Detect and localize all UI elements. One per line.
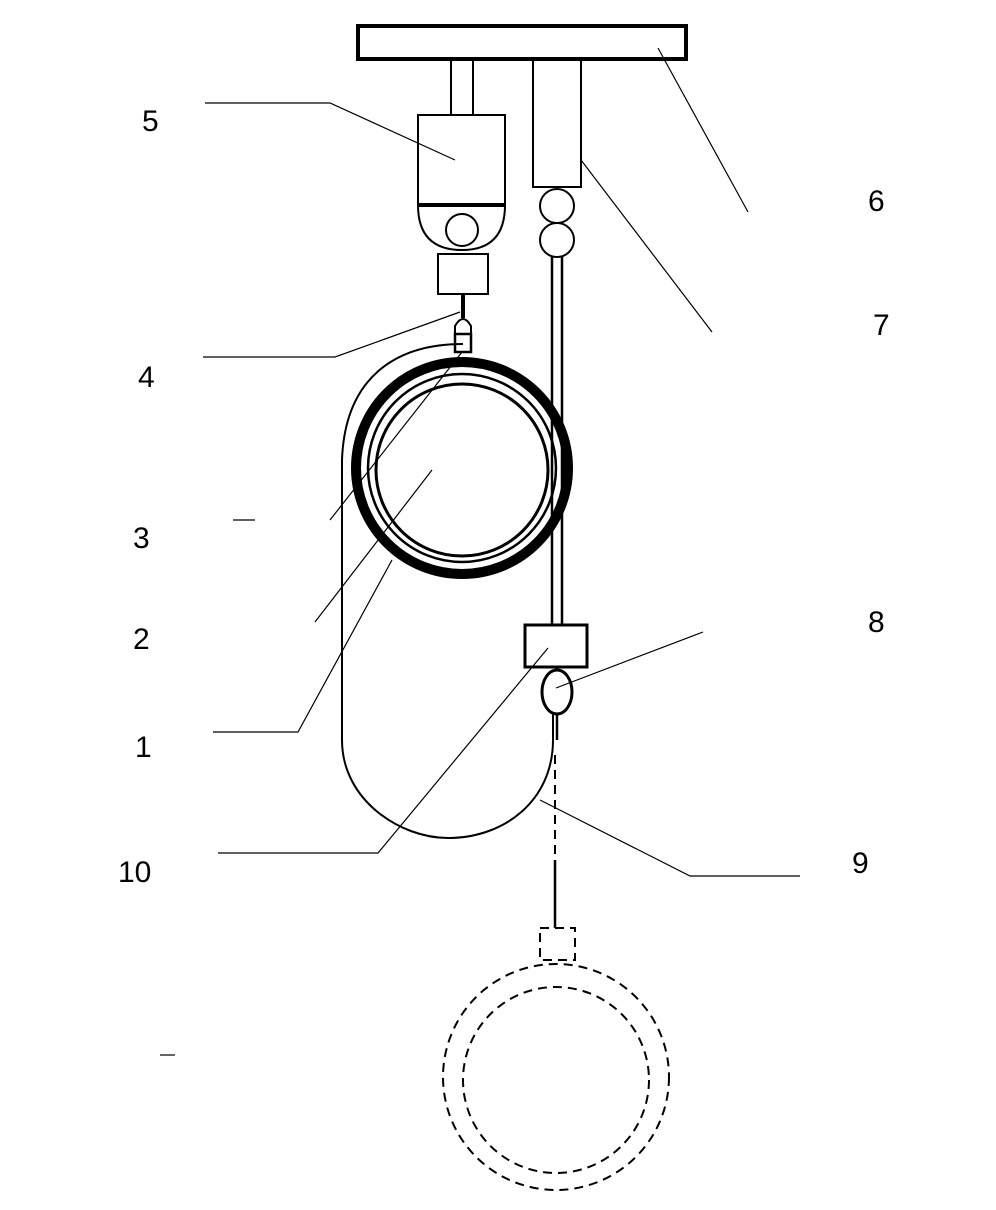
label-8: 8 [868,606,885,639]
label-4: 4 [138,361,155,394]
dashed-ring-outer [442,963,670,1191]
oval-connector [540,668,574,716]
ball-joint-lower [539,222,575,258]
leader-6 [657,47,749,213]
ceiling-beam [356,24,688,61]
leader-1 [213,559,393,733]
leader-3b [329,351,463,521]
dashed-ring-inner [462,986,650,1174]
rod-clamp [523,623,589,669]
clamp-block [437,253,489,295]
label-3: 3 [133,522,150,555]
ball-joint-upper [539,188,575,224]
label-9: 9 [852,847,869,880]
hook-tip [454,318,472,336]
leader-9 [539,799,800,877]
leader-10 [218,647,549,854]
label-1: 1 [135,731,152,764]
leader-8 [555,631,704,689]
leader-4 [203,311,461,358]
rope-loop [341,343,554,840]
label-2: 2 [133,623,150,656]
leader-lines [160,47,800,1056]
ring-outer-band [351,357,573,579]
label-5: 5 [142,105,159,138]
label-7: 7 [873,309,890,342]
hanger-rod [450,58,474,116]
ring-outer-edge [366,372,558,564]
dashed-collar [539,927,576,961]
load-cell [417,114,506,252]
actuator-cylinder [532,58,582,188]
leader-7 [580,159,713,333]
label-10: 10 [118,856,151,889]
label-6: 6 [868,185,885,218]
ring-inner [374,382,550,558]
leader-5 [205,102,456,161]
leader-2 [314,469,433,623]
